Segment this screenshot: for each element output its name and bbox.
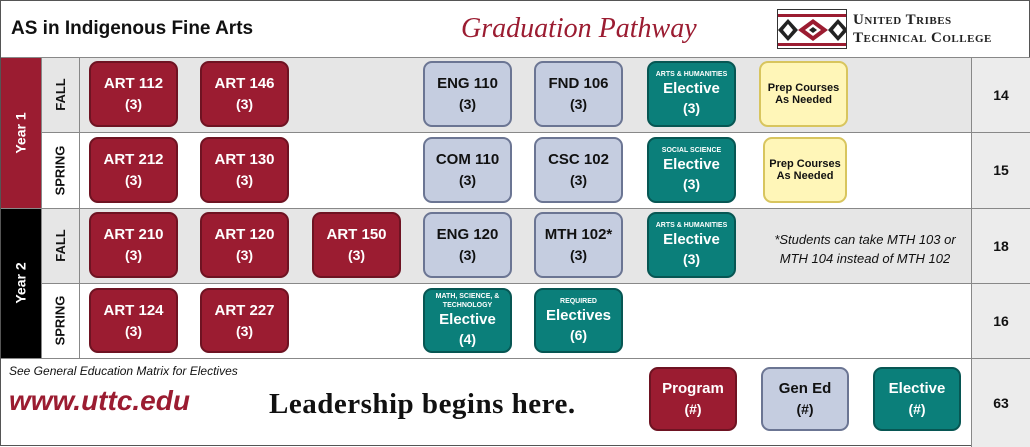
course-card: ART 146 (3) xyxy=(200,61,289,127)
year2-band xyxy=(1,208,41,358)
semester-credits: 18 xyxy=(993,237,1009,254)
year1-band xyxy=(1,57,41,208)
college-logo-icon xyxy=(777,9,847,49)
semester-label: SPRING xyxy=(41,283,79,358)
pathway-title: Graduation Pathway xyxy=(461,13,697,44)
grid-line xyxy=(1,57,1030,58)
college-name-line2: Technical College xyxy=(853,30,992,46)
program-title: AS in Indigenous Fine Arts xyxy=(11,18,254,39)
legend-elective: Elective (#) xyxy=(873,367,961,431)
course-card: ENG 110 (3) xyxy=(423,61,512,127)
course-card: COM 110 (3) xyxy=(423,137,512,203)
slogan: Leadership begins here. xyxy=(269,388,576,420)
grid-line xyxy=(79,57,80,358)
course-card: ART 212 (3) xyxy=(89,137,178,203)
course-card: ART 227 (3) xyxy=(200,288,289,353)
grid-line xyxy=(41,132,1030,133)
course-card: Required Electives (6) xyxy=(534,288,623,353)
college-name-line1: United Tribes xyxy=(853,12,952,28)
course-card: Math, Science, & Technology Elective (4) xyxy=(423,288,512,353)
course-card: ART 150 (3) xyxy=(312,212,401,278)
grid-line xyxy=(1,358,1030,359)
course-card: ENG 120 (3) xyxy=(423,212,512,278)
course-card: Prep Courses As Needed xyxy=(763,137,847,203)
total-credits: 63 xyxy=(993,394,1009,411)
gen-ed-matrix-note: See General Education Matrix for Electiv… xyxy=(9,364,238,378)
mth-substitution-note: *Students can take MTH 103 or MTH 104 in… xyxy=(774,232,956,266)
course-card: MTH 102* (3) xyxy=(534,212,623,278)
course-card: ART 120 (3) xyxy=(200,212,289,278)
course-card: ART 124 (3) xyxy=(89,288,178,353)
website-link[interactable]: www.uttc.edu xyxy=(9,385,190,416)
course-card: ART 130 (3) xyxy=(200,137,289,203)
legend-program: Program (#) xyxy=(649,367,737,431)
credits-column-bg xyxy=(971,57,1030,447)
legend-gen-ed: Gen Ed (#) xyxy=(761,367,849,431)
semester-credits: 14 xyxy=(993,86,1009,103)
course-card: Arts & Humanities Elective (3) xyxy=(647,212,736,278)
course-card: ART 112 (3) xyxy=(89,61,178,127)
semester-credits: 15 xyxy=(993,162,1009,178)
course-card: ART 210 (3) xyxy=(89,212,178,278)
college-name: United Tribes Technical College xyxy=(853,11,992,47)
year2-label: Year 2 xyxy=(13,262,30,304)
course-card: FND 106 (3) xyxy=(534,61,623,127)
course-card: Prep Courses As Needed xyxy=(759,61,848,127)
grid-line xyxy=(1,208,1030,209)
year1-label: Year 1 xyxy=(13,111,30,154)
semester-label: SPRING xyxy=(41,132,79,208)
semester-credits: 16 xyxy=(993,312,1009,329)
grid-line xyxy=(41,57,42,358)
grid-line xyxy=(971,57,972,447)
semester-label: FALL xyxy=(41,208,79,283)
course-card: CSC 102 (3) xyxy=(534,137,623,203)
course-card: Social Science Elective (3) xyxy=(647,137,736,203)
grid-line xyxy=(41,283,1030,284)
semester-label: FALL xyxy=(41,57,79,132)
course-card: Arts & Humanities Elective (3) xyxy=(647,61,736,127)
